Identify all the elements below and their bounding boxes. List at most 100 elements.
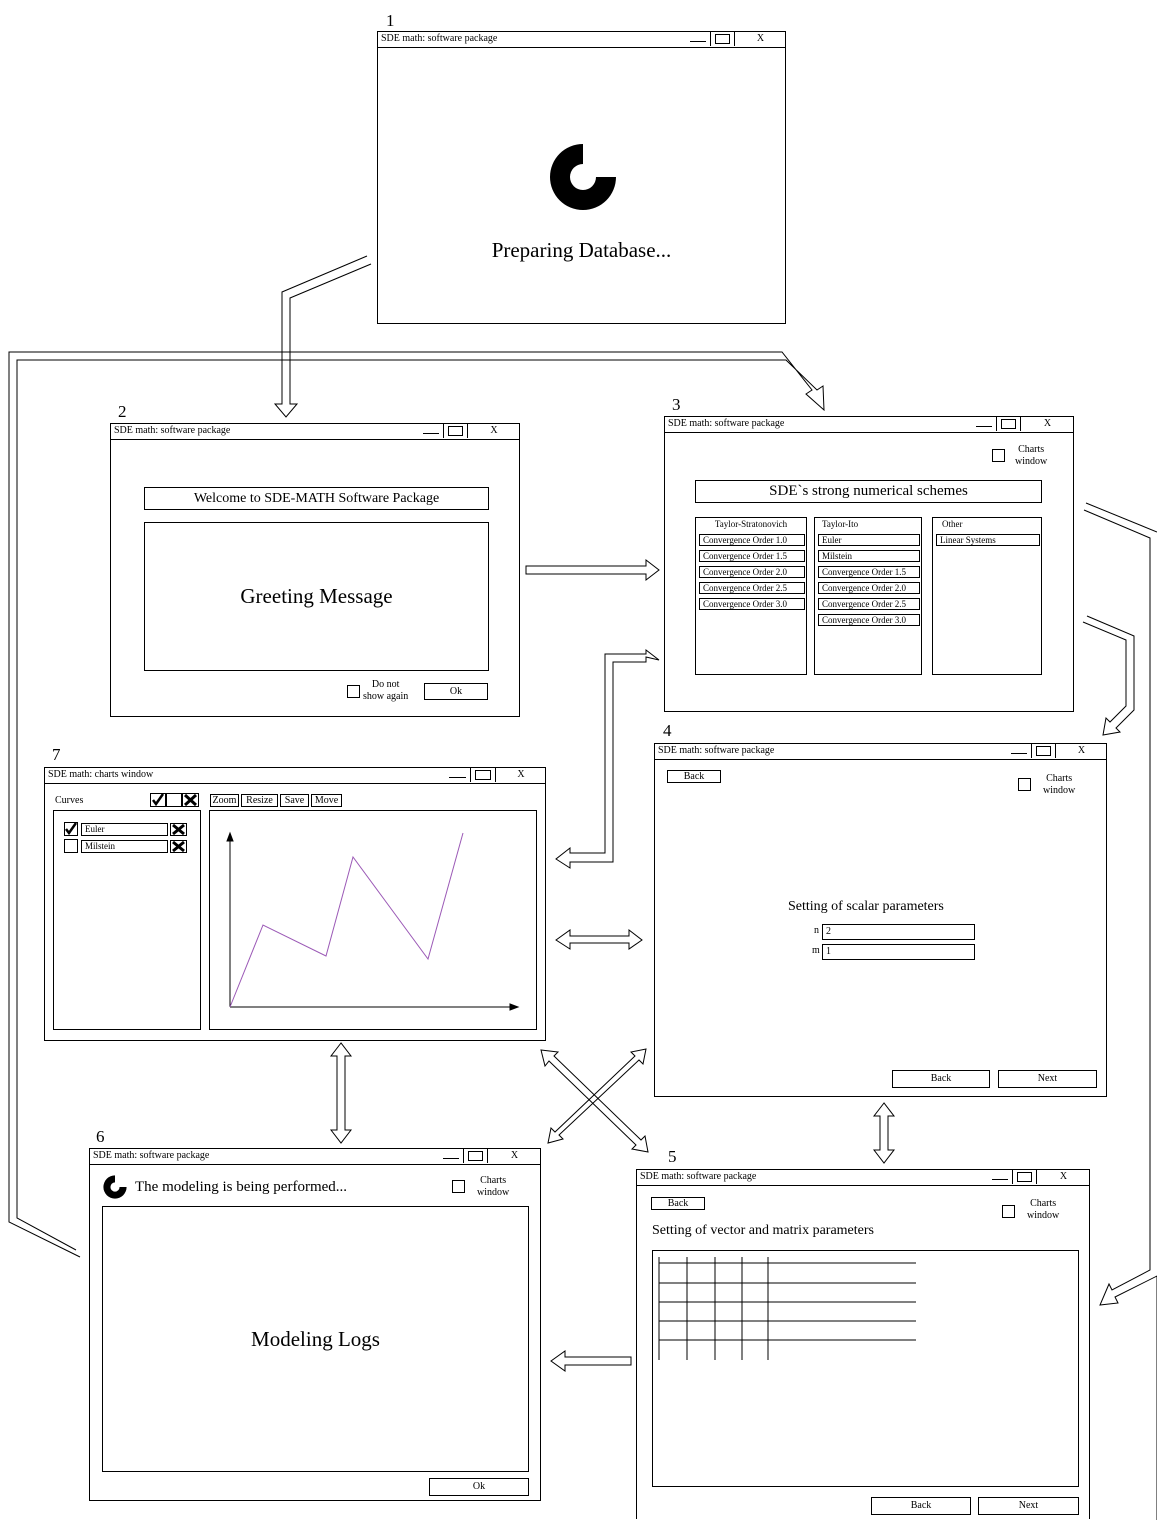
arrow-3-to-4 (1082, 615, 1135, 736)
window-title: SDE math: software package (668, 418, 785, 429)
arrow-2-to-3 (525, 558, 660, 582)
arrow-7-to-4 (555, 928, 643, 950)
charts-window-label: Charts window (1015, 444, 1048, 467)
other-list: Other Linear Systems (932, 517, 1042, 675)
n-input[interactable]: 2 (822, 924, 975, 940)
delete-curve-icon[interactable] (170, 823, 187, 836)
modeling-window: SDE math: software package X The modelin… (89, 1148, 541, 1501)
charts-window-checkbox[interactable] (452, 1180, 465, 1193)
window-title: SDE math: software package (658, 745, 775, 756)
maximize-button[interactable] (1031, 744, 1055, 758)
list-item[interactable]: Euler (818, 534, 920, 546)
list-item[interactable]: Convergence Order 1.0 (699, 534, 805, 546)
minimize-button[interactable] (1007, 744, 1031, 758)
delete-all-icon[interactable] (182, 793, 199, 807)
curve-checkbox-checked[interactable] (64, 822, 78, 836)
window-title: SDE math: software package (640, 1171, 757, 1182)
curve-line (229, 832, 464, 1008)
m-input[interactable]: 1 (822, 944, 975, 960)
maximize-button[interactable] (996, 417, 1020, 431)
ok-button[interactable]: Ok (429, 1478, 529, 1496)
arrow-1-to-2 (273, 255, 372, 418)
dont-show-checkbox[interactable] (347, 685, 360, 698)
n-label: n (814, 925, 819, 936)
title-bar: SDE math: software package X (90, 1149, 540, 1165)
window-title: SDE math: charts window (48, 769, 154, 780)
curve-item[interactable]: Milstein (81, 840, 168, 853)
minimize-button[interactable] (445, 768, 470, 782)
dont-show-label: Do not show again (363, 679, 409, 702)
close-button[interactable]: X (467, 424, 520, 438)
close-button[interactable]: X (487, 1149, 541, 1163)
chart-plot (226, 831, 520, 1011)
maximize-button[interactable] (710, 32, 734, 46)
chart-canvas (209, 810, 537, 1030)
arrow-7-to-5 (540, 1049, 649, 1153)
maximize-button[interactable] (463, 1149, 487, 1163)
move-button[interactable]: Move (311, 794, 342, 807)
charts-window-checkbox[interactable] (1018, 778, 1031, 791)
list-item[interactable]: Convergence Order 2.5 (818, 598, 920, 610)
window-4-number: 4 (663, 721, 672, 740)
check-all-icon[interactable] (150, 793, 166, 807)
y-axis-arrow (226, 831, 234, 842)
delete-curve-icon[interactable] (170, 840, 187, 853)
list-item[interactable]: Convergence Order 2.0 (818, 582, 920, 594)
taylor-stratonovich-list: Taylor-Stratonovich Convergence Order 1.… (695, 517, 807, 675)
window-2-number: 2 (118, 402, 127, 421)
vector-params-window: SDE math: software package X Back Charts… (636, 1169, 1090, 1519)
list-item[interactable]: Convergence Order 2.5 (699, 582, 805, 594)
taylor-ito-list: Taylor-Ito Euler Milstein Convergence Or… (814, 517, 922, 675)
list-item[interactable]: Convergence Order 3.0 (818, 614, 920, 626)
list-item[interactable]: Convergence Order 1.5 (818, 566, 920, 578)
next-button[interactable]: Next (978, 1497, 1079, 1515)
close-button[interactable]: X (495, 768, 546, 782)
minimize-button[interactable] (988, 1170, 1012, 1184)
curve-item[interactable]: Euler (81, 823, 168, 836)
loading-spinner-icon (103, 1175, 127, 1199)
close-button[interactable]: X (1020, 417, 1074, 431)
arrow-7-to-6 (329, 1042, 353, 1144)
back-button-top[interactable]: Back (667, 770, 721, 783)
m-label: m (812, 945, 820, 956)
arrow-5-to-6 (550, 1350, 632, 1372)
title-bar: SDE math: software package X (637, 1170, 1089, 1186)
ok-button[interactable]: Ok (424, 683, 488, 700)
list-item[interactable]: Convergence Order 2.0 (699, 566, 805, 578)
minimize-button[interactable] (419, 424, 443, 438)
resize-button[interactable]: Resize (241, 794, 278, 807)
charts-window-label: Charts window (1043, 773, 1076, 796)
list-item[interactable]: Milstein (818, 550, 920, 562)
save-button[interactable]: Save (280, 794, 309, 807)
back-button[interactable]: Back (871, 1497, 971, 1515)
next-button[interactable]: Next (998, 1070, 1097, 1088)
maximize-button[interactable] (1012, 1170, 1036, 1184)
list-item[interactable]: Convergence Order 3.0 (699, 598, 805, 610)
arrow-3-to-7 (555, 648, 660, 869)
minimize-button[interactable] (686, 32, 710, 46)
arrow-6-to-3-loop (8, 351, 825, 1258)
curve-checkbox[interactable] (64, 839, 78, 853)
zoom-button[interactable]: Zoom (210, 794, 239, 807)
scalar-params-window: SDE math: software package X Back Charts… (654, 743, 1107, 1097)
list-item[interactable]: Linear Systems (936, 534, 1040, 546)
maximize-button[interactable] (470, 768, 495, 782)
title-bar: SDE math: software package X (665, 417, 1073, 433)
title-bar: SDE math: charts window X (45, 768, 545, 784)
curves-list: Euler Milstein (53, 810, 201, 1030)
back-button-top[interactable]: Back (651, 1197, 705, 1210)
list-item[interactable]: Convergence Order 1.5 (699, 550, 805, 562)
close-button[interactable]: X (1055, 744, 1107, 758)
back-button[interactable]: Back (892, 1070, 990, 1088)
minimize-button[interactable] (439, 1149, 463, 1163)
maximize-button[interactable] (443, 424, 467, 438)
close-button[interactable]: X (1036, 1170, 1090, 1184)
charts-window-checkbox[interactable] (992, 449, 1005, 462)
minimize-button[interactable] (972, 417, 996, 431)
charts-window-checkbox[interactable] (1002, 1205, 1015, 1218)
close-button[interactable]: X (734, 32, 786, 46)
uncheck-all-icon[interactable] (166, 793, 182, 807)
window-title: SDE math: software package (114, 425, 231, 436)
charts-window-label: Charts window (477, 1175, 510, 1198)
